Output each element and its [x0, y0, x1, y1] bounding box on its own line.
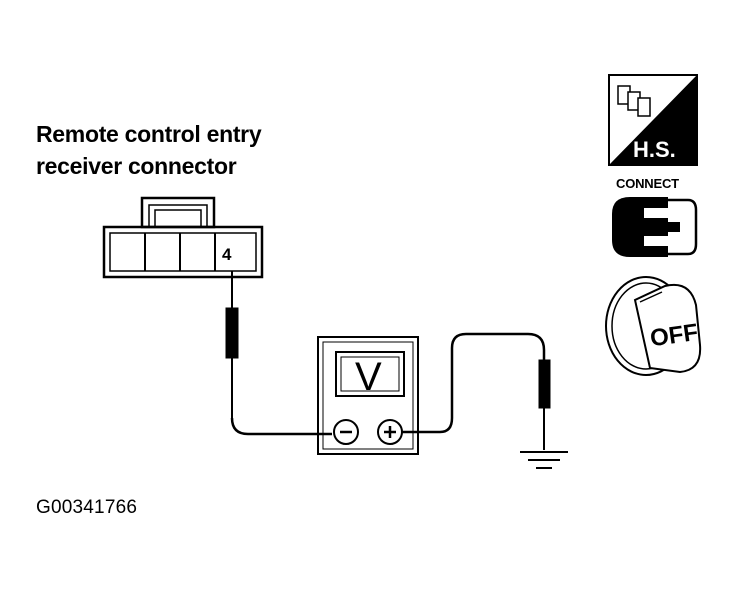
ignition-off-icon [605, 276, 702, 376]
harness-side-label: H.S. [633, 137, 676, 162]
lead-negative [230, 417, 332, 436]
lead-positive [402, 332, 546, 434]
title-line-1: Remote control entry [36, 121, 262, 147]
pin-4-label: 4 [222, 245, 232, 264]
probe-right [538, 359, 551, 450]
ignition-off-label: OFF [649, 319, 700, 352]
connect-label: CONNECT [616, 176, 679, 191]
diagram-title: Remote control entry receiver connector [36, 118, 262, 182]
figure-id: G00341766 [36, 497, 138, 518]
ground-icon [520, 451, 568, 469]
receiver-connector [102, 196, 264, 279]
voltmeter [317, 336, 419, 455]
probe-left [225, 271, 239, 418]
voltmeter-symbol: V [355, 355, 382, 399]
harness-side-icon [608, 74, 698, 166]
title-line-2: receiver connector [36, 153, 237, 179]
positive-terminal-icon [384, 426, 396, 438]
connect-icon [612, 197, 698, 257]
